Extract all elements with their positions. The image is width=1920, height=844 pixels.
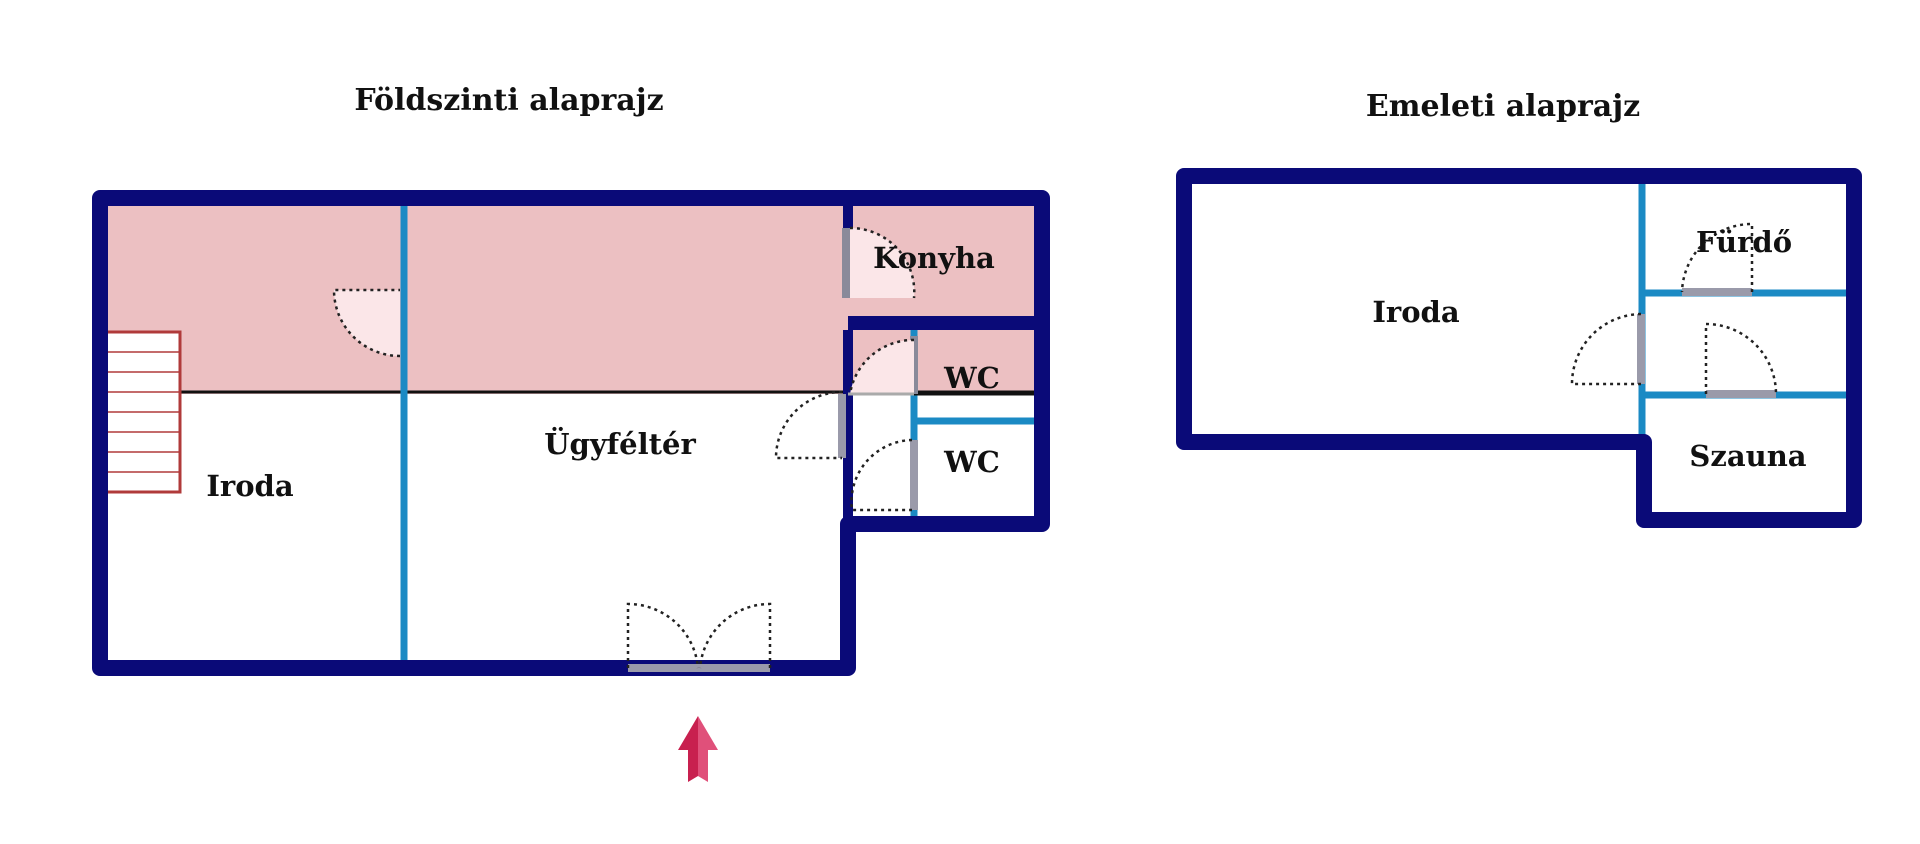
door-kitchen xyxy=(842,226,916,299)
door-wc-lower xyxy=(850,438,918,512)
room-label-wc-lower: WC xyxy=(943,445,1000,479)
room-label-kitchen: Konyha xyxy=(873,241,995,275)
ground-floor-plan: Földszinti alaprajz xyxy=(92,83,1050,782)
upper-door-sauna xyxy=(1704,322,1778,398)
upper-room-label-bathroom: Fürdő xyxy=(1696,225,1792,259)
door-wc-upper xyxy=(848,336,918,396)
upper-room-label-sauna: Szauna xyxy=(1689,439,1806,473)
entrance-double-door xyxy=(626,602,772,672)
staircase-icon xyxy=(104,330,182,494)
upper-floor-outer-wall xyxy=(1176,168,1862,528)
upper-door-office xyxy=(1570,312,1645,386)
upper-floor-title: Emeleti alaprajz xyxy=(1366,89,1640,124)
upper-room-label-office: Iroda xyxy=(1372,295,1459,329)
room-label-office: Iroda xyxy=(206,469,293,503)
door-reception-side xyxy=(774,390,846,460)
upper-door-bathroom xyxy=(1680,222,1754,296)
room-label-reception: Ügyféltér xyxy=(544,425,696,461)
entrance-arrow-icon xyxy=(678,716,718,782)
upper-floor-plan: Emeleti alaprajz Iroda Fürdő Szauna xyxy=(1176,89,1862,528)
door-office-upper xyxy=(332,288,401,358)
highlight-zone-main xyxy=(100,198,848,394)
room-label-wc-upper: WC xyxy=(943,361,1000,395)
ground-floor-title: Földszinti alaprajz xyxy=(354,83,663,118)
